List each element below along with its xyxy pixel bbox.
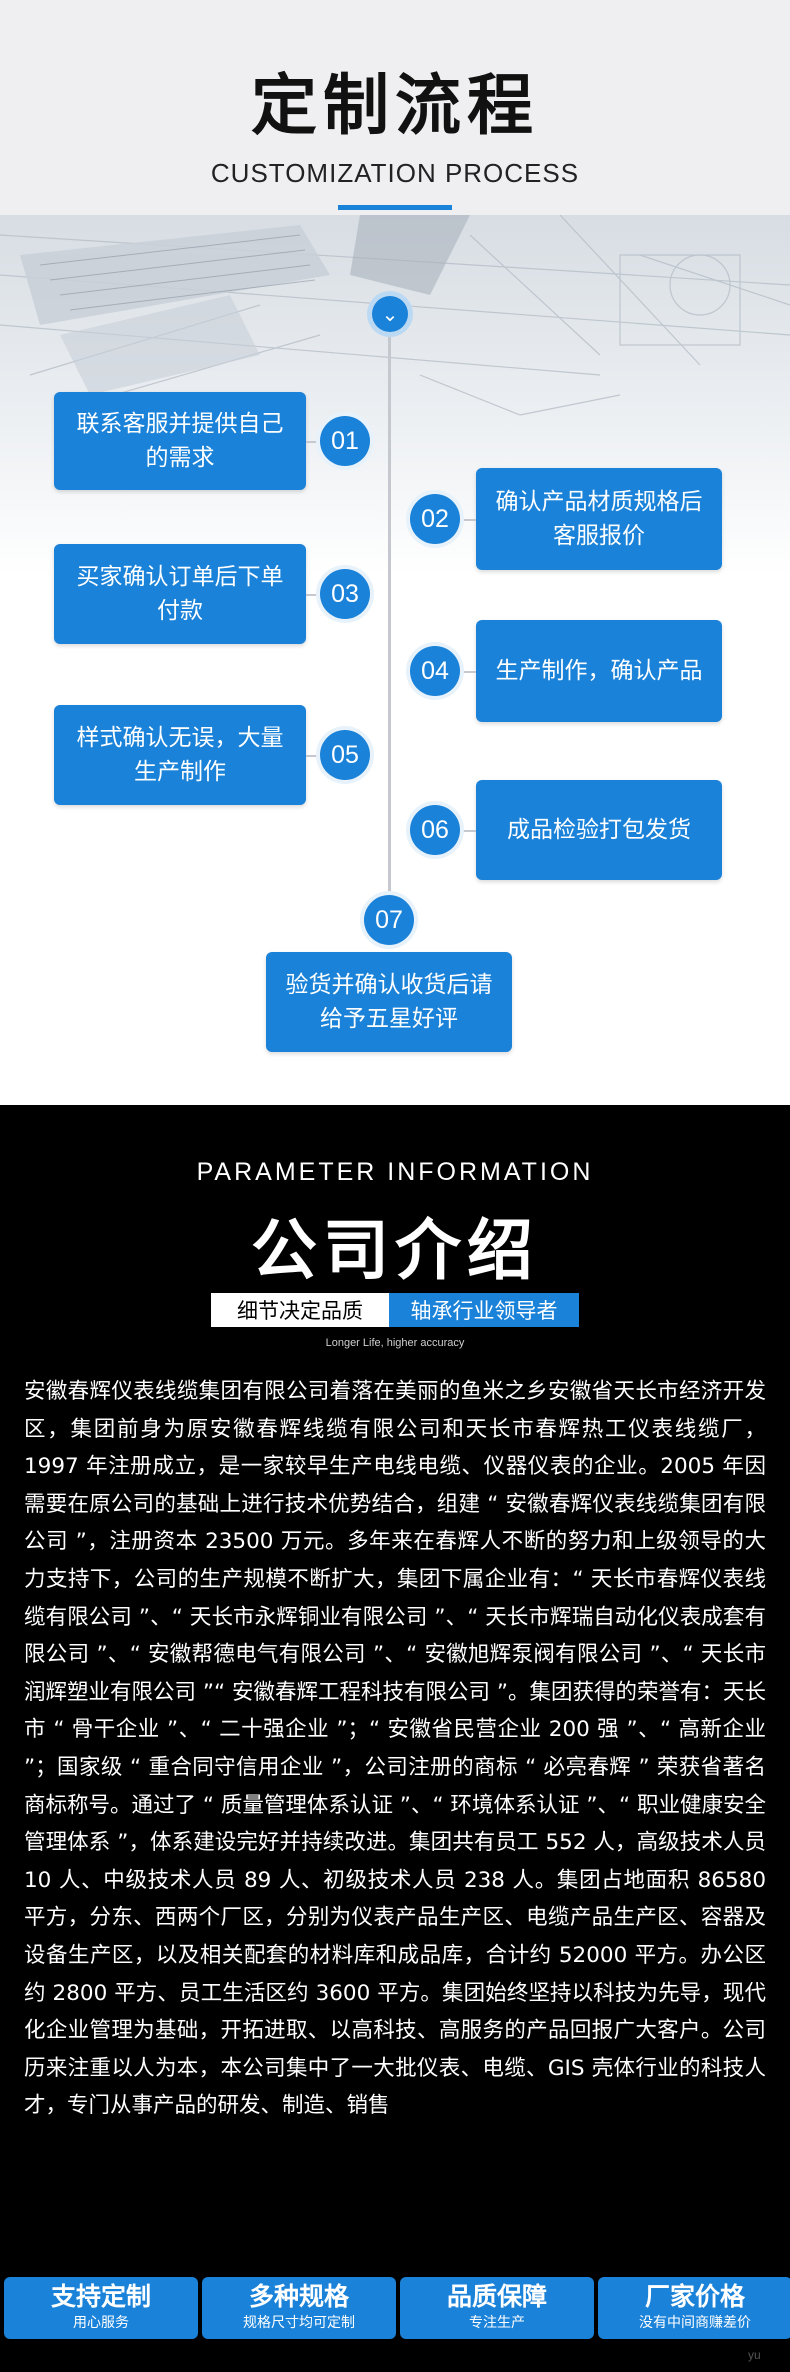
step-07-number: 07: [364, 895, 414, 945]
step-04-number: 04: [410, 646, 460, 696]
badge-subtitle: 用心服务: [73, 2315, 129, 2331]
step-03-box: 买家确认订单后下单付款: [54, 544, 306, 644]
tag-industry-leader: 轴承行业领导者: [389, 1293, 579, 1327]
step-06-number: 06: [410, 805, 460, 855]
step-02-box: 确认产品材质规格后客服报价: [476, 468, 722, 570]
double-chevron-down-icon: ⌄: [372, 296, 408, 332]
badge-title: 多种规格: [248, 2282, 349, 2311]
blueprint-drawing-illustration: [0, 215, 790, 416]
badge-subtitle: 专注生产: [469, 2315, 525, 2331]
company-description: 安徽春辉仪表线缆集团有限公司着落在美丽的鱼米之乡安徽省天长市经济开发区，集团前身…: [24, 1379, 766, 2119]
title-underline-bar: [338, 205, 452, 210]
badge-multiple-specs: 多种规格 规格尺寸均可定制: [202, 2277, 396, 2339]
watermark-bottom: yu: [748, 2348, 761, 2362]
badge-title: 品质保障: [446, 2282, 547, 2311]
company-intro-section: PARAMETER INFORMATION 公司介绍 细节决定品质 轴承行业领导…: [0, 1105, 790, 2372]
intro-title: 公司介绍: [251, 1212, 539, 1289]
badge-title: 厂家价格: [644, 2282, 745, 2311]
badge-subtitle: 没有中间商赚差价: [639, 2315, 751, 2331]
step-01-number: 01: [320, 416, 370, 466]
badge-custom-support: 支持定制 用心服务: [4, 2277, 198, 2339]
step-05-number: 05: [320, 730, 370, 780]
tag-quality-details: 细节决定品质: [211, 1293, 389, 1327]
feature-badges: 支持定制 用心服务 多种规格 规格尺寸均可定制 品质保障 专注生产 厂家价格 没…: [0, 2277, 790, 2349]
badge-subtitle: 规格尺寸均可定制: [243, 2315, 355, 2331]
badge-factory-price: 厂家价格 没有中间商赚差价: [598, 2277, 790, 2339]
tagline: Longer Life, higher accuracy: [325, 1337, 465, 1349]
step-07-box: 验货并确认收货后请给予五星好评: [266, 952, 512, 1052]
badge-quality-guarantee: 品质保障 专注生产: [400, 2277, 594, 2339]
parameter-information-label: PARAMETER INFORMATION: [196, 1158, 594, 1186]
process-title: 定制流程: [251, 67, 539, 144]
badge-title: 支持定制: [50, 2282, 151, 2311]
step-03-number: 03: [320, 569, 370, 619]
step-01-box: 联系客服并提供自己的需求: [54, 392, 306, 490]
process-subtitle: CUSTOMIZATION PROCESS: [210, 158, 580, 188]
process-header: 定制流程 CUSTOMIZATION PROCESS: [0, 0, 790, 215]
step-06-box: 成品检验打包发货: [476, 780, 722, 880]
timeline-vertical-line: [388, 310, 391, 905]
step-05-box: 样式确认无误，大量生产制作: [54, 705, 306, 805]
step-02-number: 02: [410, 494, 460, 544]
step-04-box: 生产制作，确认产品: [476, 620, 722, 722]
customization-process-section: 定制流程 CUSTOMIZATION PROCESS: [0, 0, 790, 1105]
